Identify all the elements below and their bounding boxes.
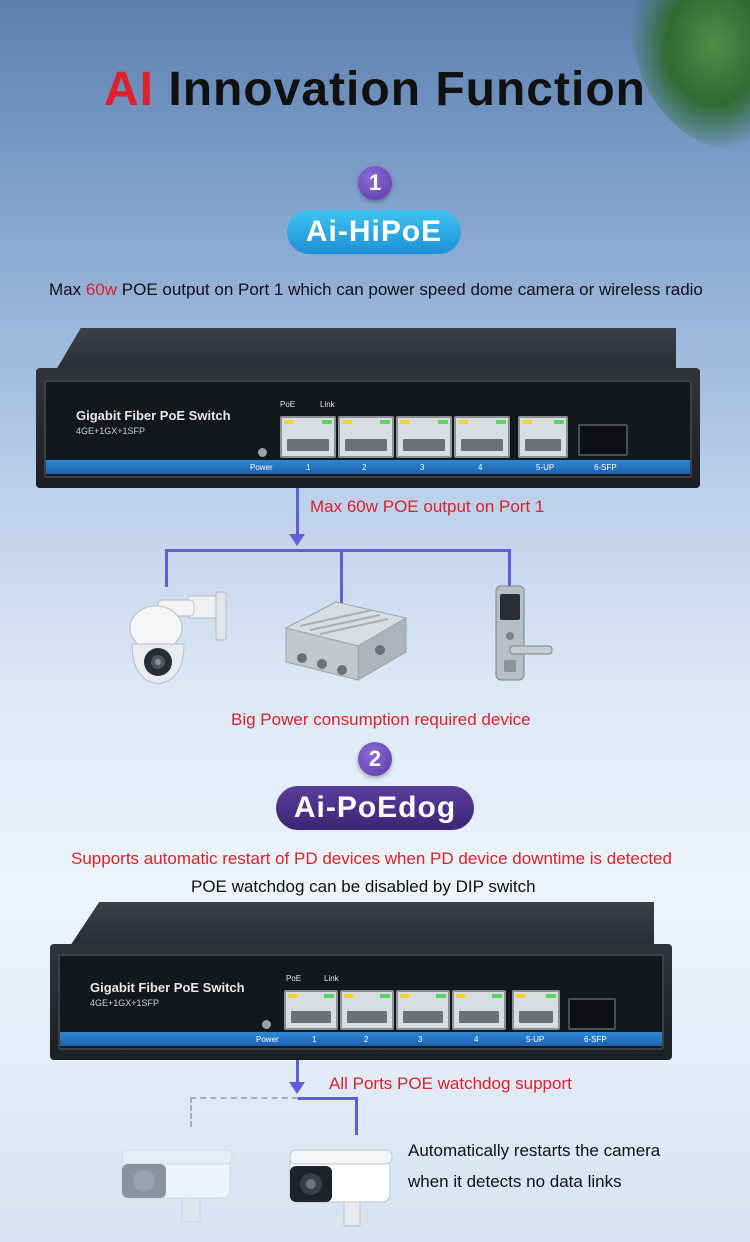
switch-label-bar (60, 1032, 662, 1046)
link-label: Link (324, 974, 339, 983)
port-label-5: 5-UP (536, 463, 555, 472)
poe-led (516, 994, 526, 998)
link-led (324, 994, 334, 998)
poe-led (400, 994, 410, 998)
port-label-3: 3 (420, 463, 425, 472)
smart-door-lock-icon (495, 585, 553, 681)
link-led (496, 420, 506, 424)
drop-line-online (355, 1097, 358, 1135)
uplink-port-5 (512, 990, 560, 1030)
ethernet-port-2 (338, 416, 394, 458)
power-label: Power (250, 463, 273, 472)
link-led (554, 420, 564, 424)
poe-led (284, 420, 294, 424)
distribution-line (165, 549, 511, 552)
power-label: Power (256, 1035, 279, 1044)
section-1-number: 1 (358, 166, 392, 200)
section-1-description: Max 60w POE output on Port 1 which can p… (49, 280, 703, 300)
port-label-6: 6-SFP (594, 463, 617, 472)
watchdog-connector (296, 1060, 299, 1082)
link-label: Link (320, 400, 335, 409)
link-led (492, 994, 502, 998)
drop-line-radio (340, 549, 343, 603)
poe-led (458, 420, 468, 424)
sfp-port-6 (578, 424, 628, 456)
uplink-port-5 (518, 416, 568, 458)
down-arrow-icon (289, 534, 305, 546)
drop-line-lock (508, 549, 511, 587)
camera-note-line-1: Automatically restarts the camera (408, 1141, 661, 1160)
desc-prefix: Max (49, 280, 86, 299)
sfp-port-6 (568, 998, 616, 1030)
desc-highlight: 60w (85, 280, 118, 299)
section-2-description-red: Supports automatic restart of PD devices… (71, 849, 672, 868)
speed-dome-camera-icon (129, 591, 227, 685)
offline-camera-icon (121, 1149, 233, 1223)
ethernet-port-2 (340, 990, 394, 1030)
port-label-4: 4 (474, 1035, 479, 1044)
port-label-2: 2 (362, 463, 367, 472)
poe-switch-1: Gigabit Fiber PoE Switch 4GE+1GX+1SFP Po… (36, 328, 700, 488)
port-label-3: 3 (418, 1035, 423, 1044)
switch-top (56, 328, 676, 370)
link-led (380, 420, 390, 424)
link-led (546, 994, 556, 998)
link-led (438, 420, 448, 424)
desc-suffix: POE output on Port 1 which can power spe… (117, 280, 703, 299)
wireless-radio-icon (284, 601, 408, 681)
ethernet-port-3 (396, 990, 450, 1030)
ethernet-port-4 (454, 416, 510, 458)
poe-led (342, 420, 352, 424)
port-1-connector (296, 488, 299, 534)
port-label-6: 6-SFP (584, 1035, 607, 1044)
link-led (380, 994, 390, 998)
down-arrow-icon (289, 1082, 305, 1094)
section-2-description: POE watchdog can be disabled by DIP swit… (191, 877, 536, 896)
port-label-2: 2 (364, 1035, 369, 1044)
switch-model: 4GE+1GX+1SFP (90, 998, 160, 1008)
poe-led (288, 994, 298, 998)
link-line-online (298, 1097, 358, 1100)
power-led (258, 448, 267, 457)
port-label-1: 1 (312, 1035, 317, 1044)
port-label-1: 1 (306, 463, 311, 472)
switch-name: Gigabit Fiber PoE Switch (90, 980, 245, 995)
link-led (436, 994, 446, 998)
title-ai: AI (104, 63, 155, 116)
dashed-link-offline (190, 1097, 298, 1127)
poe-led (456, 994, 466, 998)
switch-top (70, 902, 654, 946)
online-camera-icon (289, 1149, 393, 1227)
ethernet-port-4 (452, 990, 506, 1030)
poe-led (344, 994, 354, 998)
ethernet-port-3 (396, 416, 452, 458)
title-rest: Innovation Function (168, 63, 646, 116)
port-label-4: 4 (478, 463, 483, 472)
ethernet-port-1 (280, 416, 336, 458)
arrow-note-1: Max 60w POE output on Port 1 (310, 497, 545, 516)
poe-label: PoE (286, 974, 302, 983)
switch-model: 4GE+1GX+1SFP (76, 426, 146, 436)
switch-label-bar (46, 460, 690, 474)
poe-switch-2: Gigabit Fiber PoE Switch 4GE+1GX+1SFP Po… (50, 902, 672, 1060)
power-led (262, 1020, 271, 1029)
ai-poedog-badge: Ai-PoEdog (276, 786, 474, 830)
ai-hipoe-badge: Ai-HiPoE (287, 210, 461, 254)
poe-label: PoE (280, 400, 296, 409)
section-2-number: 2 (358, 742, 392, 776)
poe-led (522, 420, 532, 424)
page-title: AI Innovation Function (0, 62, 750, 117)
poe-led (400, 420, 410, 424)
link-led (322, 420, 332, 424)
ethernet-port-1 (284, 990, 338, 1030)
port-label-5: 5-UP (526, 1035, 545, 1044)
camera-note-line-2: when it detects no data links (408, 1172, 622, 1191)
arrow-note-2: All Ports POE watchdog support (329, 1074, 572, 1093)
switch-name: Gigabit Fiber PoE Switch (76, 408, 231, 423)
devices-caption: Big Power consumption required device (231, 710, 531, 729)
drop-line-camera (165, 549, 168, 587)
